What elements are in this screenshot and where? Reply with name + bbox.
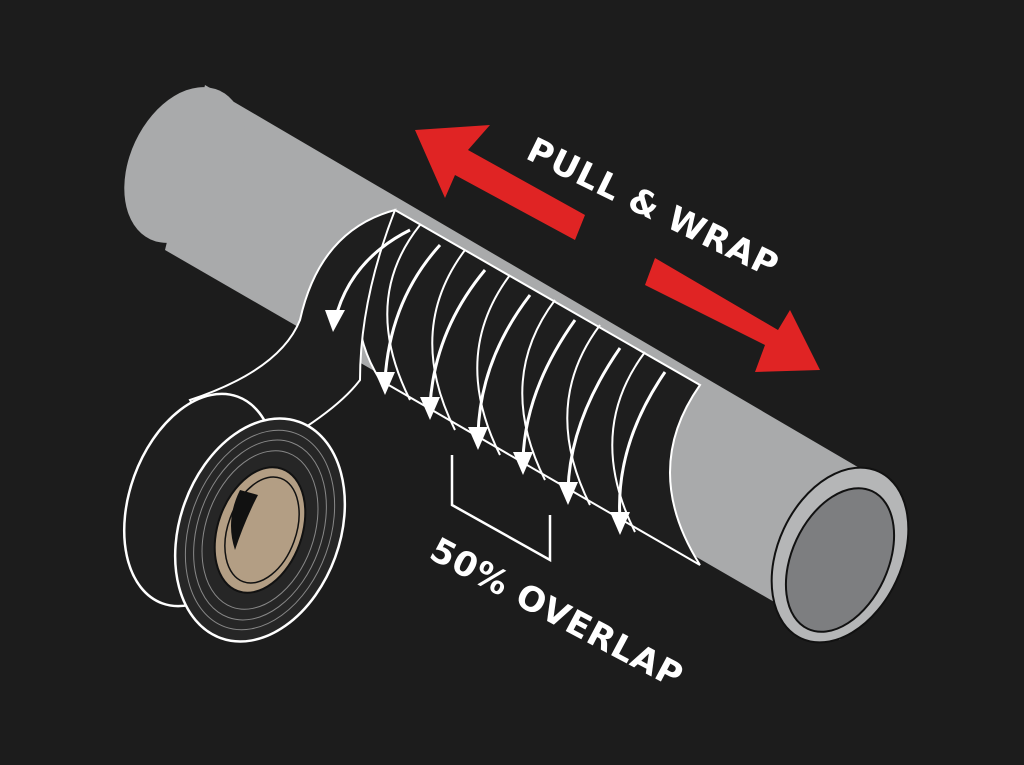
- tape-roll: [122, 392, 347, 643]
- overlap-bracket: [450, 455, 552, 563]
- wrap-direction-arrows: [325, 228, 667, 535]
- arrow-right-icon: [645, 258, 820, 372]
- pull-arrows: [415, 125, 820, 372]
- arrow-left-icon: [415, 125, 585, 240]
- wrapped-tape: [357, 208, 702, 566]
